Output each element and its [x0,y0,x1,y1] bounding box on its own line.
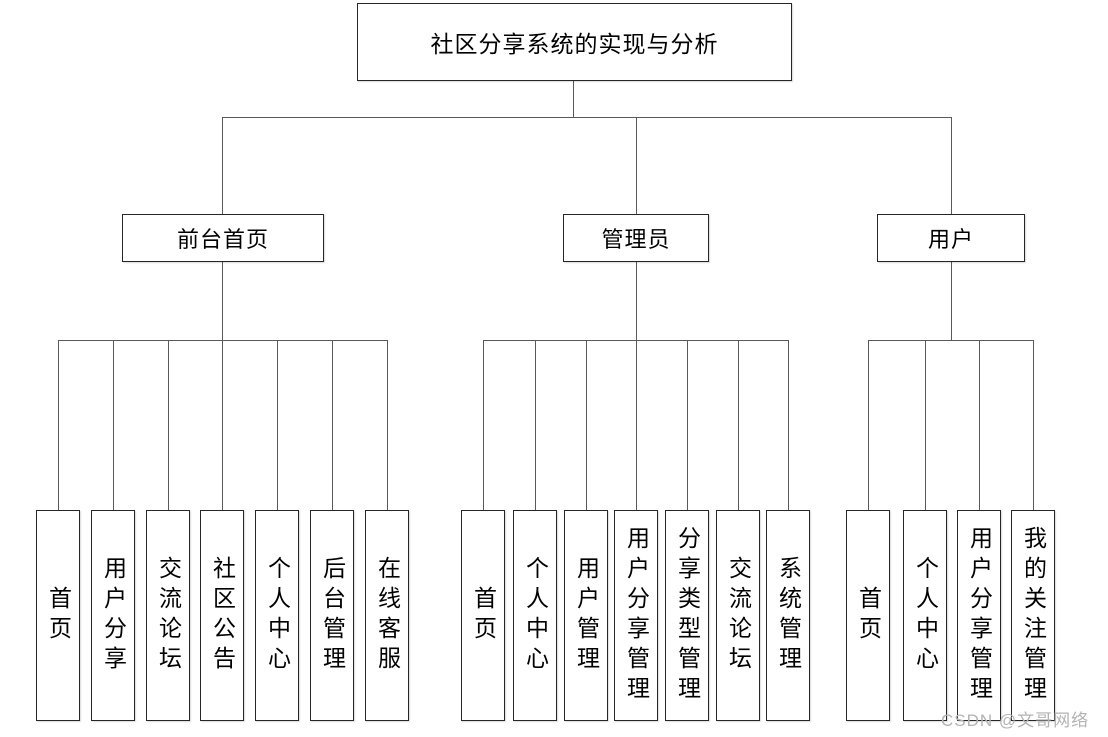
leaf-backend-manage-label: 后台管理 [319,555,346,676]
connector-level1-bus [222,117,952,118]
node-user-label: 用户 [927,227,974,252]
node-frontend-home: 前台首页 [122,214,324,262]
leaf-user-front-home: 首页 [846,510,890,721]
leaf-community-notice-label: 社区公告 [209,555,236,676]
node-root: 社区分享系统的实现与分析 [357,3,792,81]
connector-leaf-drop [332,340,333,510]
connector-branch3-drop [951,117,952,214]
leaf-online-service-label: 在线客服 [374,555,401,676]
node-admin: 管理员 [563,214,709,262]
leaf-share-type-manage-label: 分享类型管理 [674,525,701,706]
leaf-personal-center-label: 个人中心 [264,555,291,676]
leaf-user-share-manage-label: 用户分享管理 [623,525,650,706]
connector-branch1-drop [222,117,223,214]
connector-leaf-drop [636,340,637,510]
connector-leaf-drop [483,340,484,510]
leaf-home: 首页 [36,510,80,721]
leaf-my-follow-manage-label: 我的关注管理 [1020,525,1047,706]
leaf-user-front-home-label: 首页 [855,585,882,646]
leaf-personal-center: 个人中心 [255,510,299,721]
leaf-user-personal-center: 个人中心 [903,510,947,721]
leaf-forum: 交流论坛 [146,510,190,721]
connector-leaf-drop [222,340,223,510]
leaf-my-follow-manage: 我的关注管理 [1011,510,1055,721]
connector-leaf-drop [979,340,980,510]
connector-root-stem [573,81,574,117]
leaf-user-share-label: 用户分享 [100,555,127,676]
leaf-admin-forum: 交流论坛 [716,510,760,721]
connector-branch3-stem [951,262,952,340]
connector-leaf-drop [788,340,789,510]
leaf-admin-home: 首页 [461,510,505,721]
leaf-admin-personal-center-label: 个人中心 [522,555,549,676]
leaf-user-manage-label: 用户管理 [573,555,600,676]
connector-leaf-drop [687,340,688,510]
connector-leaf-drop [387,340,388,510]
connector-leaf-drop [586,340,587,510]
connector-branch1-stem [222,262,223,340]
leaf-forum-label: 交流论坛 [155,555,182,676]
connector-leaf-drop [535,340,536,510]
leaf-system-manage-label: 系统管理 [775,555,802,676]
leaf-user-share-manage-user: 用户分享管理 [957,510,1001,721]
leaf-share-type-manage: 分享类型管理 [665,510,709,721]
connector-leaf-drop [868,340,869,510]
connector-leaf-drop [925,340,926,510]
connector-leaf-drop [1033,340,1034,510]
connector-leaf-drop [113,340,114,510]
node-frontend-home-label: 前台首页 [176,227,269,252]
leaf-admin-personal-center: 个人中心 [513,510,557,721]
leaf-online-service: 在线客服 [365,510,409,721]
leaf-user-share: 用户分享 [91,510,135,721]
leaf-admin-home-label: 首页 [470,585,497,646]
leaf-user-personal-center-label: 个人中心 [912,555,939,676]
leaf-user-share-manage-user-label: 用户分享管理 [966,525,993,706]
node-root-label: 社区分享系统的实现与分析 [430,31,719,57]
connector-leaf-drop [58,340,59,510]
csdn-watermark: CSDN @文哥网络 [941,711,1090,730]
leaf-system-manage: 系统管理 [766,510,810,721]
node-user: 用户 [877,214,1025,262]
leaf-backend-manage: 后台管理 [310,510,354,721]
leaf-user-manage: 用户管理 [564,510,608,721]
leaf-home-label: 首页 [45,585,72,646]
connector-leaf-drop [277,340,278,510]
leaf-admin-forum-label: 交流论坛 [725,555,752,676]
connector-group3-bus [868,340,1034,341]
connector-group1-bus [58,340,388,341]
node-admin-label: 管理员 [601,227,671,252]
connector-branch2-drop [636,117,637,214]
connector-branch2-stem [636,262,637,340]
leaf-community-notice: 社区公告 [200,510,244,721]
leaf-user-share-manage: 用户分享管理 [614,510,658,721]
connector-leaf-drop [168,340,169,510]
connector-leaf-drop [738,340,739,510]
